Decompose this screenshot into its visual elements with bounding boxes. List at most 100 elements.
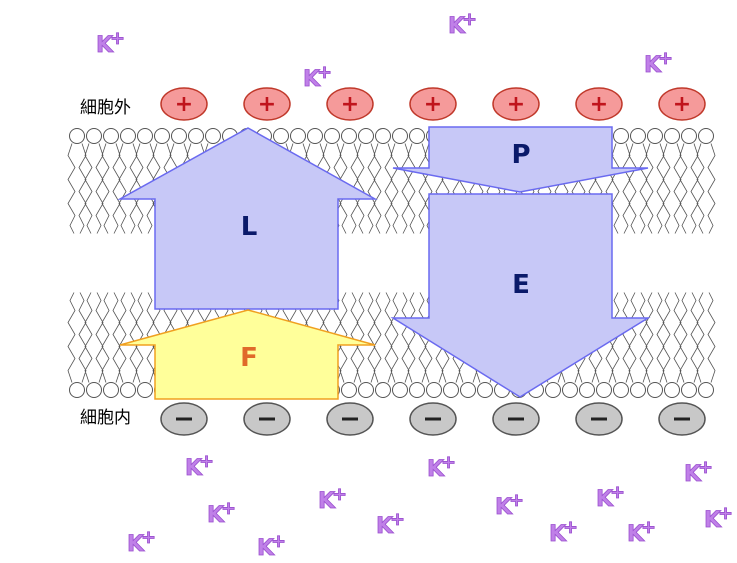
lipid-head	[392, 382, 408, 398]
k-ion-symbol: K	[704, 508, 722, 533]
lipid-head	[681, 382, 697, 398]
positive-sign: +	[673, 92, 691, 117]
k-ion-charge: +	[462, 9, 477, 30]
arrow-P-shape	[392, 126, 649, 193]
positive-sign: +	[590, 92, 608, 117]
arrow-L-shape	[117, 127, 378, 310]
k-ion: K+	[376, 509, 406, 540]
k-ion-charge: +	[199, 451, 214, 472]
k-ion: K+	[549, 517, 579, 548]
k-ion-charge: +	[110, 28, 125, 49]
lipid-head	[341, 382, 357, 398]
k-ion-charge: +	[658, 48, 673, 69]
k-ion-charge: +	[271, 531, 286, 552]
lipid-head	[103, 128, 119, 144]
lipid-head	[154, 128, 170, 144]
lipid-head	[681, 128, 697, 144]
lipid-head	[307, 128, 323, 144]
lipid-head	[358, 382, 374, 398]
k-ion-symbol: K	[596, 487, 614, 512]
lipid-head	[477, 382, 493, 398]
positive-sign: +	[175, 92, 193, 117]
k-ion-symbol: K	[549, 522, 567, 547]
positive-charge	[575, 87, 623, 121]
k-ion: K+	[596, 482, 626, 513]
negative-sign	[508, 417, 524, 421]
k-ion: K+	[207, 498, 237, 529]
k-ion-charge: +	[141, 527, 156, 548]
k-ion: K+	[303, 62, 333, 93]
arrow-E-label: E	[512, 270, 530, 300]
positive-sign: +	[341, 92, 359, 117]
arrow-L-label: L	[241, 212, 258, 242]
lipid-head	[613, 382, 629, 398]
lipid-head	[69, 382, 85, 398]
positive-charge	[492, 87, 540, 121]
k-ion: K+	[448, 9, 478, 40]
lipid-head	[273, 128, 289, 144]
k-ion-charge: +	[698, 457, 713, 478]
k-ion: K+	[96, 28, 126, 59]
lipid-head	[86, 382, 102, 398]
positive-sign: +	[258, 92, 276, 117]
k-ion-charge: +	[718, 503, 733, 524]
arrow-F-label: F	[240, 343, 258, 373]
k-ion-symbol: K	[257, 536, 275, 561]
k-ion-symbol: K	[185, 456, 203, 481]
lipid-head	[647, 382, 663, 398]
lipid-head	[188, 128, 204, 144]
positive-charge	[326, 87, 374, 121]
k-ion: K+	[127, 527, 157, 558]
lipid-head	[630, 382, 646, 398]
lipid-head	[545, 382, 561, 398]
lipid-head	[647, 128, 663, 144]
lipid-head	[103, 382, 119, 398]
lipid-head	[86, 128, 102, 144]
k-ion: K+	[684, 457, 714, 488]
k-ion-symbol: K	[448, 14, 466, 39]
lipid-head	[171, 128, 187, 144]
arrow-E: E	[390, 193, 651, 398]
positive-charge	[243, 87, 291, 121]
lipid-head	[290, 128, 306, 144]
lipid-head	[443, 382, 459, 398]
arrow-P: P	[392, 126, 649, 193]
lipid-head	[358, 128, 374, 144]
lipid-head	[698, 382, 714, 398]
k-ion-charge: +	[317, 62, 332, 83]
k-ion: K+	[495, 490, 525, 521]
negative-sign	[259, 417, 275, 421]
k-ion-charge: +	[332, 484, 347, 505]
lipid-head	[579, 382, 595, 398]
k-ion: K+	[627, 517, 657, 548]
lipid-head	[137, 128, 153, 144]
k-ion: K+	[318, 484, 348, 515]
lipid-head	[664, 128, 680, 144]
k-ion: K+	[427, 452, 457, 483]
lipid-head	[698, 128, 714, 144]
k-ion-charge: +	[441, 452, 456, 473]
k-ion-charge: +	[221, 498, 236, 519]
k-ion-symbol: K	[303, 67, 321, 92]
k-ion: K+	[185, 451, 215, 482]
k-ion-symbol: K	[207, 503, 225, 528]
lipid-head	[409, 382, 425, 398]
lipid-head	[596, 382, 612, 398]
positive-sign: +	[424, 92, 442, 117]
charges: +++++++	[160, 87, 706, 436]
lipid-head	[562, 382, 578, 398]
lipid-head	[664, 382, 680, 398]
k-ion-charge: +	[641, 517, 656, 538]
k-ion: K+	[644, 48, 674, 79]
inside-label: 細胞内	[80, 408, 131, 428]
k-ion: K+	[257, 531, 287, 562]
negative-sign	[674, 417, 690, 421]
lipid-head	[205, 128, 221, 144]
positive-charge	[409, 87, 457, 121]
k-ion-symbol: K	[376, 514, 394, 539]
k-ion-symbol: K	[644, 53, 662, 78]
lipid-head	[409, 128, 425, 144]
lipid-head	[324, 128, 340, 144]
arrow-P-label: P	[511, 140, 530, 170]
